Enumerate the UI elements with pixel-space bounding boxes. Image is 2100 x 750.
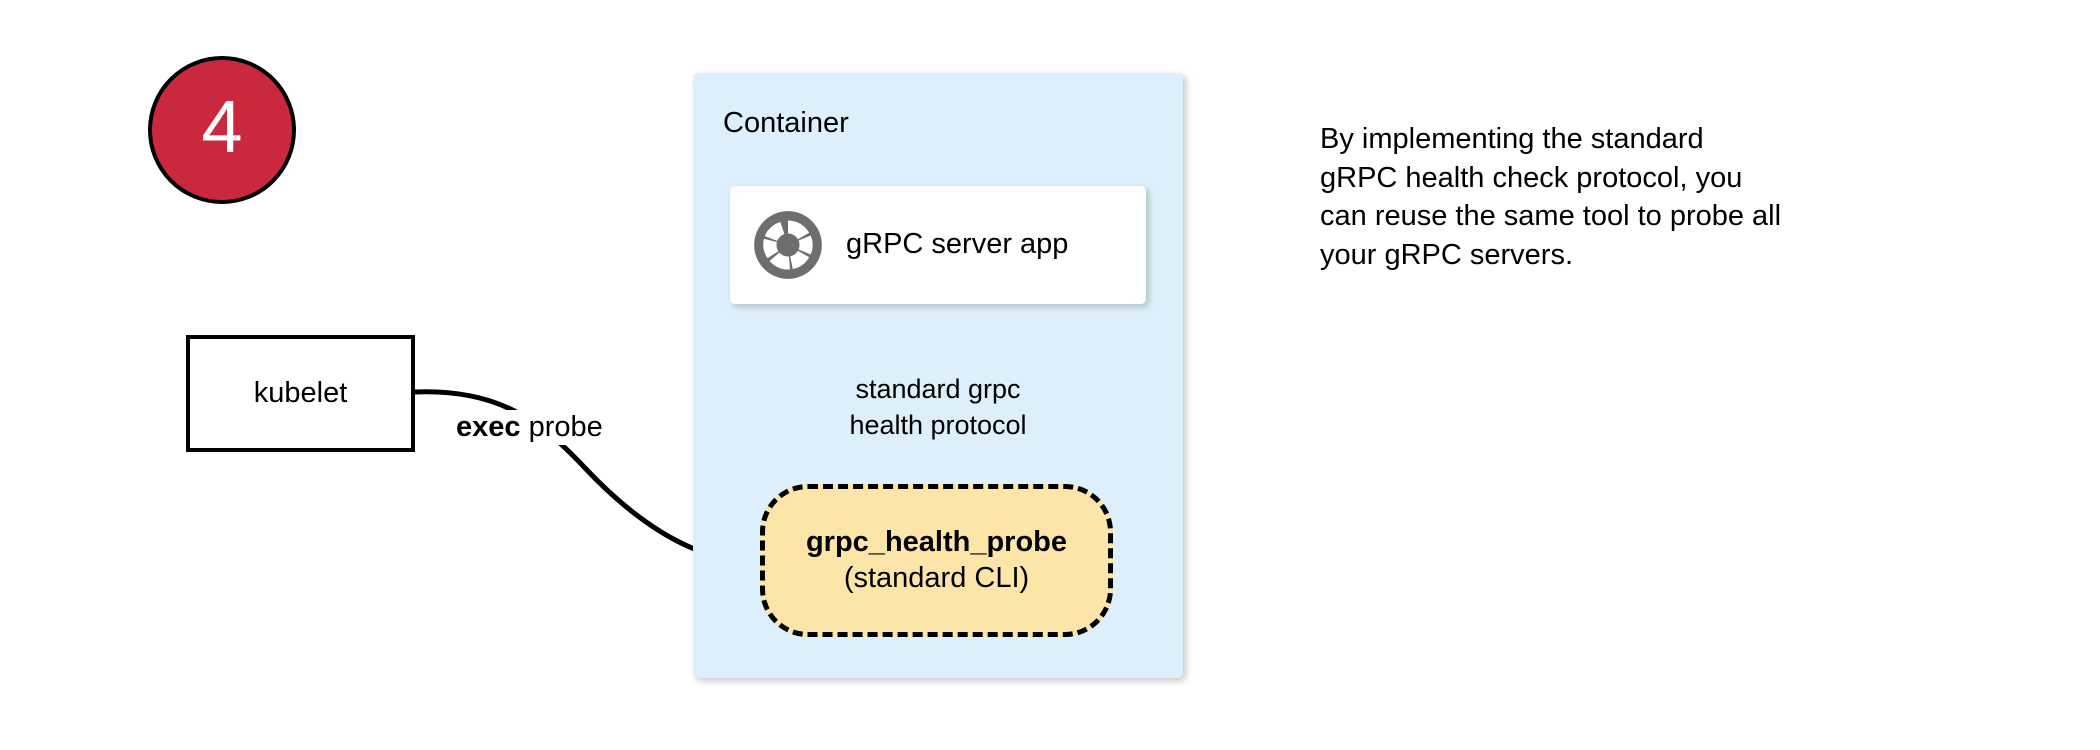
- kubelet-box: kubelet: [186, 335, 415, 452]
- explanation-note-line-3: can reuse the same tool to probe all: [1320, 200, 1782, 233]
- grpc-server-app-label: gRPC server app: [846, 228, 1069, 261]
- grpc-health-probe-shape: grpc_health_probe (standard CLI): [760, 484, 1113, 637]
- explanation-note: By implementing the standard gRPC health…: [1320, 120, 1880, 274]
- exec-probe-edge-label-bold: exec: [456, 411, 521, 443]
- kubelet-label: kubelet: [253, 376, 348, 409]
- step-badge: 4: [148, 56, 296, 204]
- exec-probe-edge-label-rest: probe: [520, 411, 603, 443]
- explanation-note-line-2: gRPC health check protocol, you: [1320, 161, 1743, 194]
- aperture-icon: [754, 211, 822, 279]
- grpc-server-app-card: gRPC server app: [730, 186, 1146, 304]
- explanation-note-line-1: By implementing the standard: [1320, 123, 1704, 155]
- health-protocol-line-2: health protocol: [849, 409, 1027, 440]
- exec-probe-edge-label: exec probe: [452, 410, 607, 446]
- grpc-health-probe-title: grpc_health_probe: [805, 526, 1068, 559]
- step-badge-label: 4: [201, 85, 243, 168]
- health-protocol-line-1: standard grpc: [855, 374, 1021, 404]
- health-protocol-edge-label: standard grpc health protocol: [843, 372, 1033, 443]
- container-title: Container: [723, 107, 849, 139]
- explanation-note-line-4: your gRPC servers.: [1320, 238, 1574, 271]
- grpc-health-probe-subtitle: (standard CLI): [843, 561, 1030, 594]
